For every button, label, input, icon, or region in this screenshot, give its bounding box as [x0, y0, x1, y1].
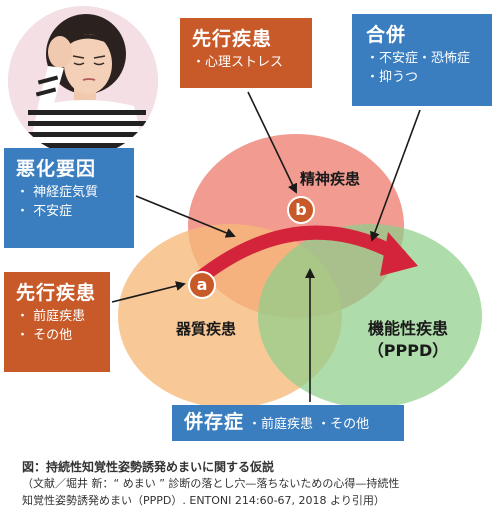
circle-functional: [258, 224, 482, 408]
box-item: ・ 神経症気質: [16, 184, 99, 200]
badge-a: a: [188, 271, 216, 299]
box-precede-psych: 先行疾患 ・心理ストレス: [180, 18, 312, 88]
box-item: ・ その他: [16, 328, 73, 343]
caption-title: 図：持続性知覚性姿勢誘発めまいに関する仮説: [22, 460, 275, 474]
box-item: ・前庭疾患 ・その他: [248, 417, 370, 432]
arrow-precede-to-a: [111, 281, 186, 303]
label-functional: 機能性疾患 （PPPD）: [338, 318, 478, 361]
progression-arrowhead: [380, 232, 418, 276]
box-comorbid: 合併 ・不安症・恐怖症 ・抑うつ: [352, 14, 492, 106]
box-title: 併存症: [184, 411, 245, 433]
label-functional-line2: （PPPD）: [367, 340, 449, 360]
box-title: 先行疾患: [16, 282, 97, 304]
box-item: ・ 前庭疾患: [16, 308, 86, 324]
box-item: ・抑うつ: [366, 70, 419, 85]
label-functional-line1: 機能性疾患: [367, 319, 448, 338]
label-organic: 器質疾患: [175, 320, 236, 338]
label-psychiatric: 精神疾患: [299, 170, 360, 188]
box-item: ・心理ストレス: [192, 54, 284, 70]
box-title: 悪化要因: [16, 158, 97, 180]
caption-line: （文献／堀井 新：“ めまい ” 診断の落とし穴—落ちないための心得—持続性: [22, 477, 400, 490]
box-title: 合併: [366, 24, 407, 46]
progression-arrow: [193, 225, 407, 285]
caption-line: 知覚性姿勢誘発めまい（PPPD）. ENTONI 214:60-67, 2018…: [22, 493, 385, 507]
woman-figure-icon: [8, 6, 158, 156]
box-coexisting: 併存症 ・前庭疾患 ・その他: [172, 405, 404, 441]
arrow-worsen-to-curve: [135, 195, 236, 238]
arrow-stress-to-b: [247, 91, 298, 194]
box-item: ・不安症・恐怖症: [366, 50, 471, 66]
box-item: ・ 不安症: [16, 204, 73, 219]
figure-caption: 図：持続性知覚性姿勢誘発めまいに関する仮説 （文献／堀井 新：“ めまい ” 診…: [22, 458, 492, 509]
box-precede-vestibular: 先行疾患 ・ 前庭疾患 ・ その他: [4, 272, 110, 372]
badge-b: b: [287, 196, 315, 224]
box-worsening-factors: 悪化要因 ・ 神経症気質 ・ 不安症: [4, 148, 134, 248]
woman-headache-illustration: [8, 6, 158, 156]
box-title: 先行疾患: [192, 28, 273, 50]
arrow-comorbid-to-overlap: [370, 109, 421, 242]
